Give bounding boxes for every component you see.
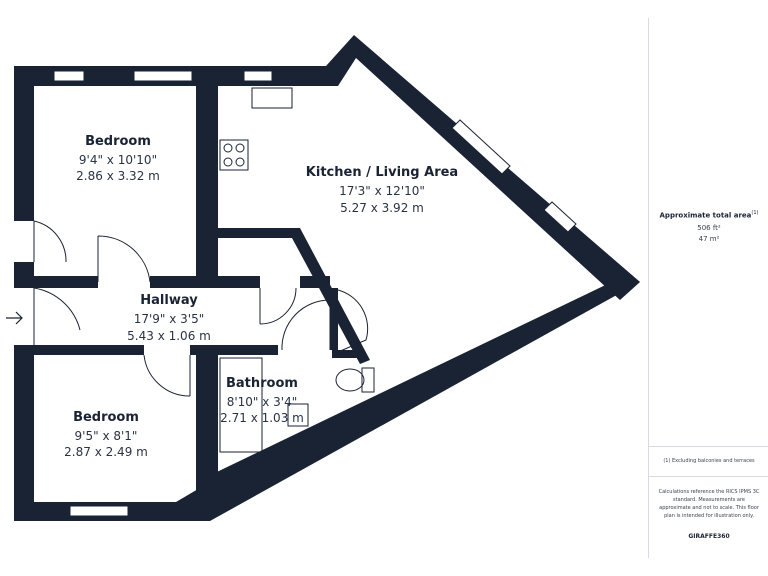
room-name: Hallway [140, 293, 198, 308]
wall-angled-bottom [196, 278, 640, 521]
wall-kitchen-partition [218, 228, 370, 364]
brand-logo: GIRAFFE360 [688, 533, 730, 540]
wall-hall-top-a [34, 276, 98, 288]
wall-hall-top-b [150, 276, 260, 288]
wall-bed2-bath [196, 345, 218, 485]
room-metric: 2.71 x 1.03 m [220, 411, 304, 425]
basin [287, 403, 309, 427]
bathtub [219, 357, 263, 453]
room-name: Bedroom [85, 134, 151, 149]
wall-hall-bottom-a [14, 345, 144, 355]
wall-hall-bottom-b [190, 345, 278, 355]
room-bedroom2: Bedroom 9'5" x 8'1" 2.87 x 2.49 m [64, 410, 148, 459]
window-kitchen-angled [451, 119, 511, 175]
entrance-arrow-icon [6, 311, 23, 325]
wall-left-bottom [14, 345, 34, 521]
door-bathroom [281, 299, 331, 351]
toilet [335, 368, 365, 392]
disclaimer: Calculations reference the RICS IPMS 3C … [658, 489, 760, 519]
window-kitchen-top [243, 70, 273, 82]
room-metric: 2.87 x 2.49 m [64, 445, 148, 459]
windows [53, 70, 577, 517]
window-bedroom1-a [53, 70, 85, 82]
door-bedroom1 [97, 235, 151, 283]
room-name: Kitchen / Living Area [306, 165, 458, 180]
window-kitchen-angled-2 [543, 201, 577, 233]
hob-ring-4 [235, 157, 245, 167]
total-area-title-note: (1) [751, 210, 759, 216]
wall-bottom [14, 482, 210, 521]
room-metric: 5.43 x 1.06 m [127, 329, 211, 343]
total-area-title: Approximate total area(1) [657, 210, 761, 219]
room-kitchen: Kitchen / Living Area 17'3" x 12'10" 5.2… [306, 165, 458, 215]
wall-left-top [14, 66, 34, 221]
floor-plan: Bedroom 9'4" x 10'10" 2.86 x 3.32 m Kitc… [6, 35, 640, 521]
door-bedroom1-left [33, 220, 67, 263]
divider-bottom [649, 476, 768, 477]
door-kitchen [259, 287, 297, 325]
area-summary-panel: Approximate total area(1) 506 ft² 47 m² … [648, 18, 768, 558]
room-bathroom: Bathroom 8'10" x 3'4" 2.71 x 1.03 m [220, 376, 304, 425]
wall-left-mid [14, 262, 34, 288]
room-imperial: 17'9" x 3'5" [134, 312, 205, 326]
room-imperial: 9'4" x 10'10" [79, 153, 157, 167]
door-kitchen-2 [337, 289, 369, 353]
room-imperial: 9'5" x 8'1" [75, 429, 138, 443]
window-bedroom1-b [133, 70, 193, 82]
toilet-cistern [361, 367, 375, 393]
fixtures [219, 87, 375, 453]
room-metric: 2.86 x 3.32 m [76, 169, 160, 183]
divider-top [649, 446, 768, 447]
doors [33, 220, 369, 397]
total-area-ft: 506 ft² [697, 224, 721, 232]
wall-bedroom-kitchen [196, 66, 218, 276]
hob [219, 139, 249, 171]
kitchen-sink [251, 87, 293, 109]
room-bedroom1: Bedroom 9'4" x 10'10" 2.86 x 3.32 m [76, 134, 160, 183]
total-area-title-text: Approximate total area [659, 211, 752, 220]
wall-bath-door-post [330, 288, 338, 350]
room-name: Bathroom [226, 376, 298, 391]
room-imperial: 8'10" x 3'4" [227, 395, 298, 409]
walls [14, 35, 640, 521]
hob-ring-1 [223, 143, 233, 153]
window-bedroom2 [69, 505, 129, 517]
wall-angled-top [326, 35, 640, 300]
door-entrance [33, 287, 81, 345]
total-area-m: 47 m² [698, 235, 720, 243]
door-bedroom2 [143, 354, 191, 397]
room-name: Bedroom [73, 410, 139, 425]
wall-bath-right [332, 350, 364, 358]
room-imperial: 17'3" x 12'10" [339, 184, 425, 198]
room-metric: 5.27 x 3.92 m [340, 201, 424, 215]
footnote: (1) Excluding balconies and terraces [663, 458, 755, 464]
hob-ring-2 [235, 143, 245, 153]
room-hallway: Hallway 17'9" x 3'5" 5.43 x 1.06 m [127, 293, 211, 343]
hob-ring-3 [223, 157, 233, 167]
